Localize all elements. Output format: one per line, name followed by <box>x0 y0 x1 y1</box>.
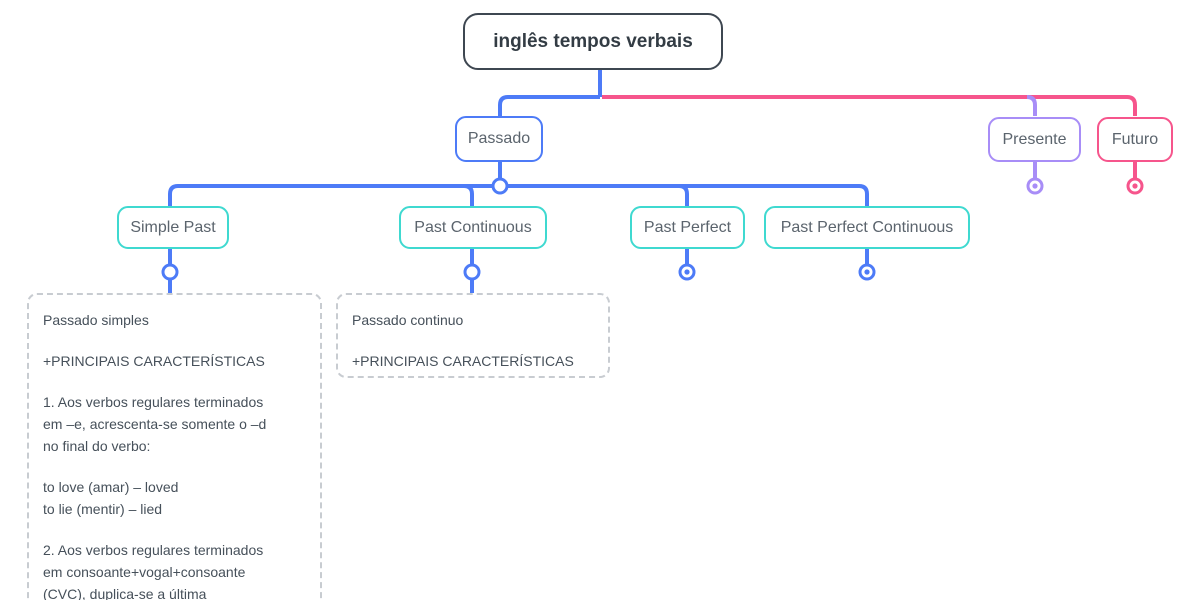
node-past-continuous-label: Past Continuous <box>414 218 532 236</box>
note-paragraph: +PRINCIPAIS CARACTERÍSTICAS <box>43 353 265 369</box>
note-paragraph: +PRINCIPAIS CARACTERÍSTICAS <box>352 353 574 369</box>
connector-root-to-passado <box>498 95 600 116</box>
note-paragraph: Passado simples <box>43 312 149 328</box>
node-past-perfect-continuous[interactable]: Past Perfect Continuous <box>764 206 970 249</box>
node-presente-label: Presente <box>1002 130 1067 148</box>
note-paragraph: to love (amar) – loved to lie (mentir) –… <box>43 479 179 517</box>
note-paragraph: Passado continuo <box>352 312 464 328</box>
node-passado-label: Passado <box>467 130 531 147</box>
note-paragraph: 2. Aos verbos regulares terminados em co… <box>43 542 264 600</box>
node-futuro-label: Futuro <box>1111 130 1159 148</box>
node-presente[interactable]: Presente <box>988 117 1081 162</box>
connector-past-perfect-drop <box>678 184 689 206</box>
node-past-perfect[interactable]: Past Perfect <box>630 206 745 249</box>
node-past-perfect-continuous-label: Past Perfect Continuous <box>780 218 954 236</box>
node-past-continuous[interactable]: Past Continuous <box>399 206 547 249</box>
node-simple-past-label: Simple Past <box>130 218 216 236</box>
note-paragraph: 1. Aos verbos regulares terminados em –e… <box>43 394 267 454</box>
node-futuro[interactable]: Futuro <box>1097 117 1173 162</box>
note-simple-past[interactable]: Passado simples +PRINCIPAIS CARACTERÍSTI… <box>27 293 322 600</box>
connector-passado-children-rail <box>168 184 869 206</box>
node-past-perfect-label: Past Perfect <box>643 218 732 236</box>
root-node[interactable]: inglês tempos verbais <box>463 13 723 70</box>
connector-root-to-presente <box>1026 95 1037 116</box>
expand-toggle-passado[interactable] <box>491 177 509 195</box>
root-node-label: inglês tempos verbais <box>493 30 693 52</box>
collapse-toggle-past-perfect[interactable] <box>678 263 696 281</box>
connector-past-continuous-drop <box>463 184 474 206</box>
expand-toggle-past-continuous[interactable] <box>463 263 481 281</box>
collapse-toggle-futuro[interactable] <box>1126 177 1144 195</box>
note-past-continuous[interactable]: Passado continuo +PRINCIPAIS CARACTERÍST… <box>336 293 610 378</box>
expand-toggle-simple-past[interactable] <box>161 263 179 281</box>
node-passado[interactable]: Passado <box>455 116 543 162</box>
node-simple-past[interactable]: Simple Past <box>117 206 229 249</box>
collapse-toggle-ppc[interactable] <box>858 263 876 281</box>
connector-root-to-futuro <box>602 95 1137 116</box>
collapse-toggle-presente[interactable] <box>1026 177 1044 195</box>
